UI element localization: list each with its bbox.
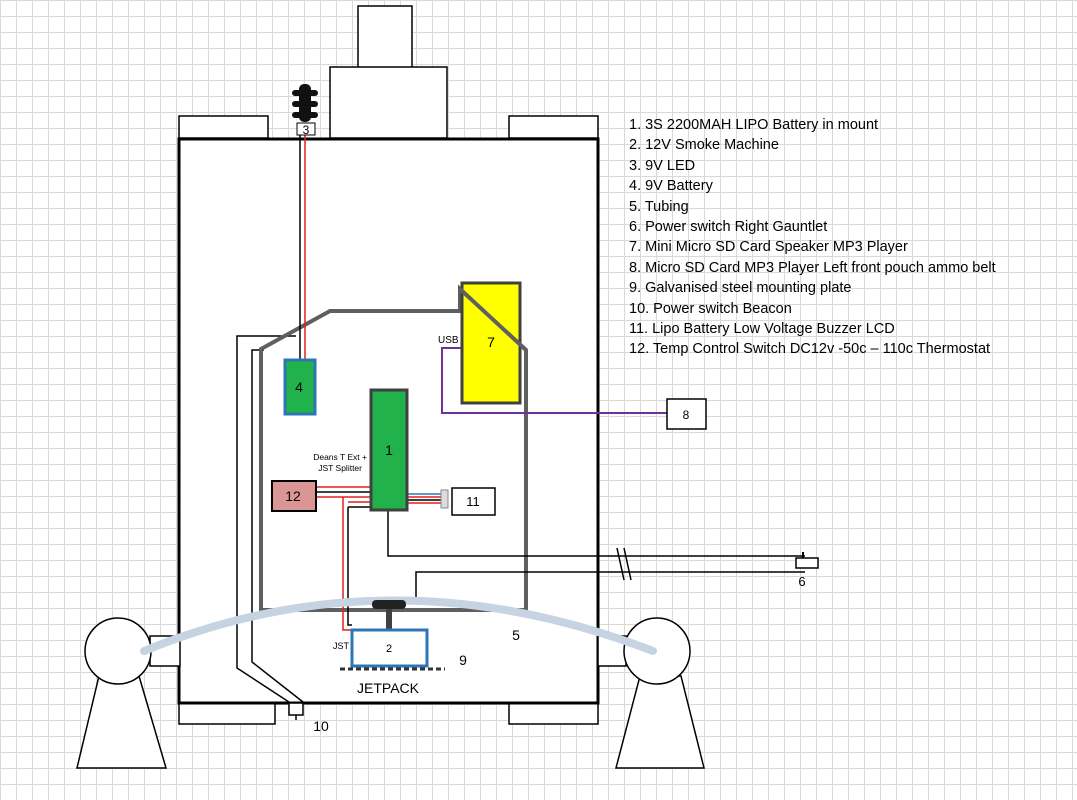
wire-break-2: [623, 547, 632, 581]
label-jetpack: JETPACK: [357, 680, 420, 696]
label-12: 12: [285, 488, 301, 504]
legend-item: 7. Mini Micro SD Card Speaker MP3 Player: [629, 239, 908, 256]
legend-item: 3. 9V LED: [629, 157, 696, 174]
box-8: [666, 398, 707, 430]
legend-item: 9. Galvanised steel mounting plate: [629, 280, 852, 297]
bottom-right-tab: [508, 701, 599, 725]
led-component: [292, 84, 318, 136]
label-11: 11: [466, 494, 480, 509]
label-usb: USB: [438, 335, 459, 346]
smoke-nozzle-stem: [386, 606, 392, 630]
legend-item: 1. 3S 2200MAH LIPO Battery in mount: [629, 117, 879, 133]
wire-break-1: [616, 547, 625, 581]
label-5: 5: [512, 627, 520, 643]
label-3: 3: [303, 123, 310, 137]
label-7: 7: [487, 334, 495, 350]
bottom-left-tab: [178, 701, 276, 725]
right-thruster-cone: [615, 675, 705, 769]
label-9: 9: [459, 652, 467, 668]
legend-item: 5. Tubing: [629, 198, 689, 215]
beacon-wire-outer: [236, 335, 296, 705]
legend-item: 4. 9V Battery: [629, 178, 713, 195]
legend-item: 2. 12V Smoke Machine: [629, 137, 779, 154]
left-thruster-cone: [76, 675, 168, 769]
top-right-tab: [508, 115, 599, 139]
label-deans-2: JST Splitter: [318, 463, 362, 473]
label-6: 6: [798, 574, 805, 589]
gauntlet-wire-2: [415, 571, 805, 600]
label-deans-1: Deans T Ext +: [313, 452, 367, 462]
beacon-switch: [288, 702, 304, 716]
legend-item: 12. Temp Control Switch DC12v -50c – 110…: [629, 341, 991, 358]
usb-wire: [441, 347, 667, 414]
label-10: 10: [313, 718, 329, 734]
gauntlet-wire-1: [387, 510, 805, 557]
label-jst: JST: [333, 641, 350, 651]
thermostat-switch: [271, 480, 317, 512]
gauntlet-switch: [795, 557, 819, 569]
label-4: 4: [295, 379, 303, 395]
legend-item: 6. Power switch Right Gauntlet: [629, 219, 828, 236]
buzzer-connector: [440, 489, 449, 509]
smoke-nozzle-cap: [372, 600, 406, 609]
smoke-machine: [350, 628, 429, 668]
label-2: 2: [386, 643, 392, 655]
legend-item: 10. Power switch Beacon: [629, 300, 792, 317]
mounting-plate-edge: [458, 287, 528, 352]
box-11: [451, 487, 496, 516]
top-nozzle: [357, 5, 413, 69]
top-left-tab: [178, 115, 269, 139]
legend-item: 8. Micro SD Card MP3 Player Left front p…: [629, 259, 996, 276]
smoke-wire-red: [342, 497, 352, 631]
top-housing: [329, 66, 448, 139]
smoke-wire-black: [347, 507, 352, 626]
label-8: 8: [683, 408, 690, 422]
label-1: 1: [385, 442, 393, 458]
legend-list: 1. 3S 2200MAH LIPO Battery in mount 2. 1…: [629, 115, 996, 360]
mp3-player: [460, 281, 522, 405]
beacon-wire-inner: [251, 349, 304, 703]
battery-9v: [283, 358, 317, 416]
lipo-battery: [369, 388, 409, 512]
legend-item: 11. Lipo Battery Low Voltage Buzzer LCD: [629, 321, 895, 338]
